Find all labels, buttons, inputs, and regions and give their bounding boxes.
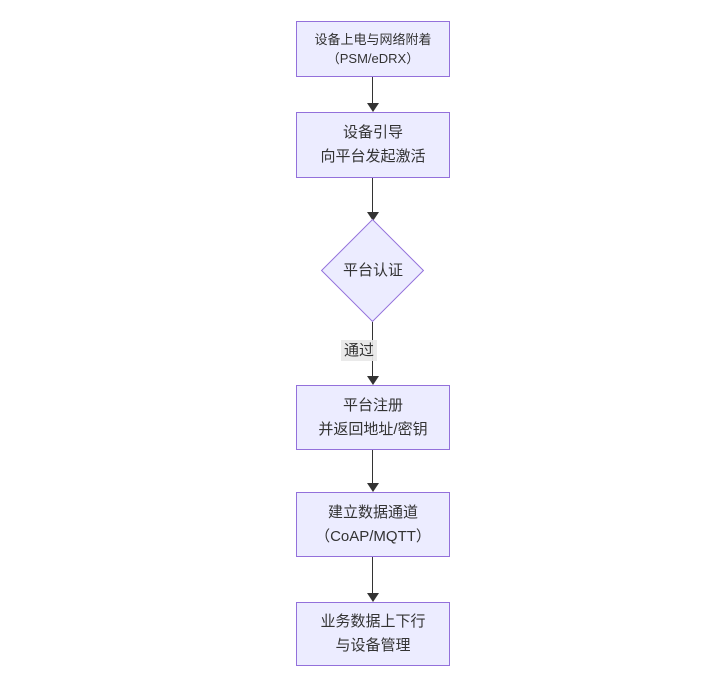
node-power-attach-line1: 设备上电与网络附着 bbox=[314, 32, 432, 47]
node-register-line2: 并返回地址/密钥 bbox=[318, 420, 428, 438]
edge-label-pass: 通过 bbox=[341, 340, 378, 361]
arrowhead-down-icon bbox=[367, 376, 379, 385]
node-register-line1: 平台注册 bbox=[342, 396, 403, 414]
edge-line bbox=[372, 77, 373, 105]
node-business-data-line1: 业务数据上下行 bbox=[320, 613, 426, 630]
node-power-attach: 设备上电与网络附着 （PSM/eDRX） bbox=[296, 21, 450, 77]
node-bootstrap: 设备引导 向平台发起激活 bbox=[296, 112, 450, 178]
edge-arrow-4 bbox=[367, 450, 379, 492]
edge-arrow-2 bbox=[367, 178, 379, 221]
node-bootstrap-line2: 向平台发起激活 bbox=[320, 148, 426, 165]
node-data-channel-line1: 建立数据通道 bbox=[327, 503, 418, 521]
node-data-channel: 建立数据通道 （CoAP/MQTT） bbox=[296, 492, 450, 557]
arrowhead-down-icon bbox=[367, 103, 379, 112]
node-register: 平台注册 并返回地址/密钥 bbox=[296, 385, 450, 450]
edge-line bbox=[372, 178, 373, 214]
node-data-channel-line2: （CoAP/MQTT） bbox=[315, 527, 431, 545]
edge-line bbox=[372, 557, 373, 595]
edge-arrow-1 bbox=[367, 77, 379, 112]
node-business-data: 业务数据上下行 与设备管理 bbox=[296, 602, 450, 666]
node-business-data-line2: 与设备管理 bbox=[335, 637, 411, 654]
edge-arrow-5 bbox=[367, 557, 379, 602]
node-bootstrap-line1: 设备引导 bbox=[342, 124, 403, 141]
arrowhead-down-icon bbox=[367, 483, 379, 492]
edge-line bbox=[372, 450, 373, 485]
arrowhead-down-icon bbox=[367, 593, 379, 602]
node-power-attach-line2: （PSM/eDRX） bbox=[326, 51, 420, 66]
arrowhead-down-icon bbox=[367, 212, 379, 221]
node-auth-label: 平台认证 bbox=[342, 262, 403, 279]
